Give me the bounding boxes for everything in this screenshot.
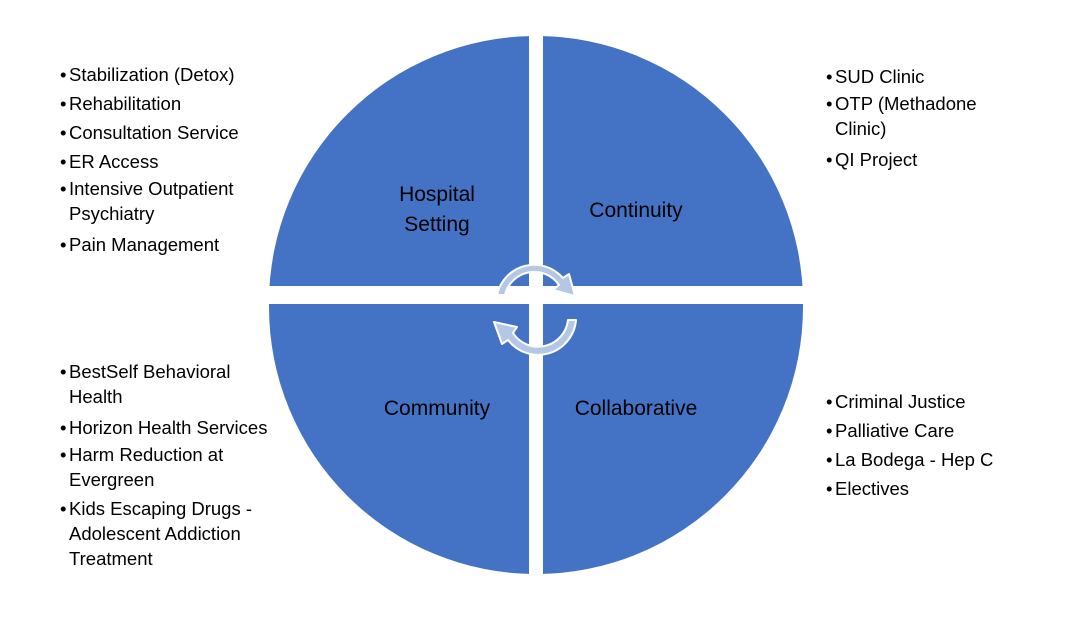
quadrant-label-continuity: Continuity <box>589 199 683 222</box>
continuity-list: SUD Clinic OTP (Methadone Clinic) QI Pro… <box>826 62 1026 174</box>
hospital-setting-list: Stabilization (Detox) Rehabilitation Con… <box>60 60 310 259</box>
list-item: Palliative Care <box>826 416 1026 445</box>
quadrant-hospital <box>269 36 529 286</box>
list-item: OTP (Methadone Clinic) <box>826 91 995 145</box>
quadrant-label-community: Community <box>384 397 491 420</box>
list-item: Kids Escaping Drugs - Adolescent Addicti… <box>60 496 279 571</box>
list-item: Criminal Justice <box>826 387 1026 416</box>
list-item: Pain Management <box>60 230 310 259</box>
quadrant-community <box>269 304 529 574</box>
cycle-arrow-bottom-icon <box>493 319 577 356</box>
cycle-arrow-top-icon <box>496 263 576 297</box>
list-item: Rehabilitation <box>60 89 310 118</box>
list-item: Intensive Outpatient Psychiatry <box>60 176 274 230</box>
list-item: La Bodega - Hep C <box>826 445 1026 474</box>
quadrant-label-collaborative: Collaborative <box>575 397 698 420</box>
list-item: QI Project <box>826 145 1026 174</box>
quadrant-label-hospital-line2: Setting <box>404 213 469 236</box>
collaborative-list: Criminal Justice Palliative Care La Bode… <box>826 387 1026 503</box>
list-item: BestSelf Behavioral Health <box>60 359 259 413</box>
list-item: Consultation Service <box>60 118 310 147</box>
list-item: ER Access <box>60 147 310 176</box>
list-item: SUD Clinic <box>826 62 1026 91</box>
list-item: Horizon Health Services <box>60 413 310 442</box>
quadrant-collaborative <box>543 304 803 574</box>
quadrant-label-hospital-line1: Hospital <box>399 183 475 206</box>
list-item: Harm Reduction at Evergreen <box>60 442 259 496</box>
list-item: Electives <box>826 474 1026 503</box>
quadrant-continuity <box>543 36 803 286</box>
community-list: BestSelf Behavioral Health Horizon Healt… <box>60 359 310 571</box>
list-item: Stabilization (Detox) <box>60 60 310 89</box>
